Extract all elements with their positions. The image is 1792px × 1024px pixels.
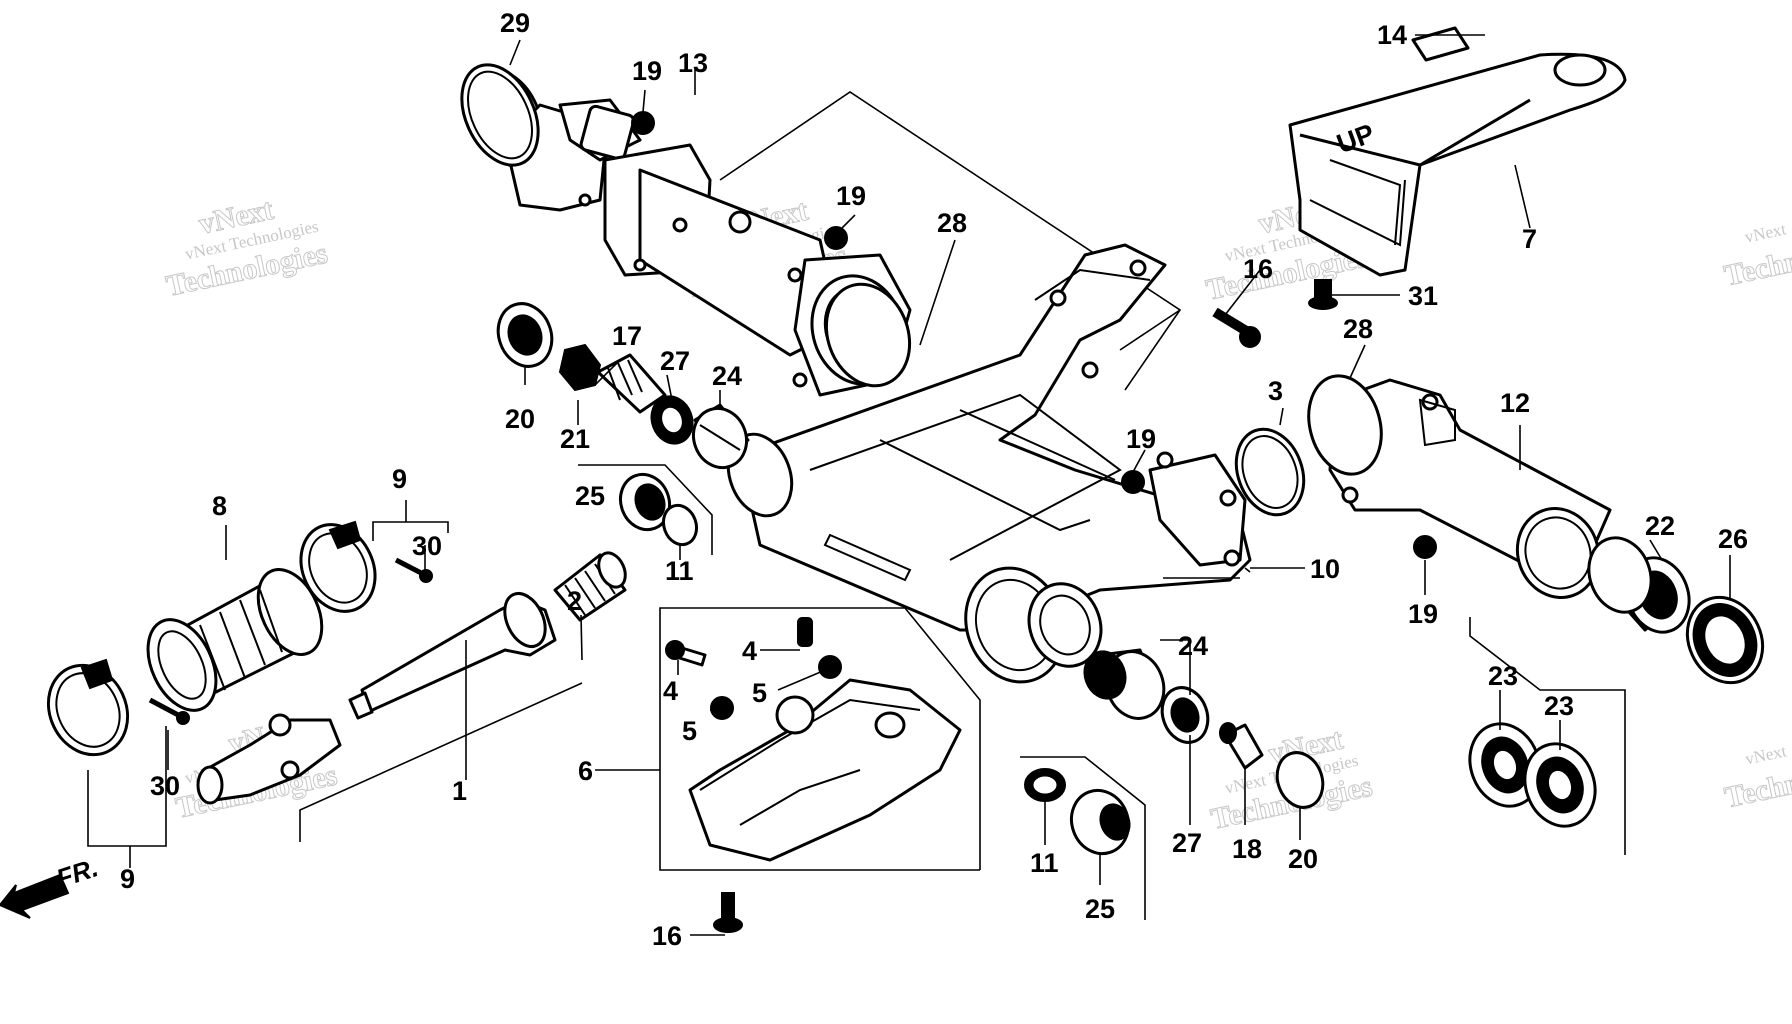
callout-19-c: 19 — [1126, 424, 1156, 454]
part-19-nut-b — [824, 226, 848, 250]
watermark-edge-right-bottom: vNext Technologies — [1721, 741, 1792, 815]
part-26-oil-seal — [1685, 595, 1765, 685]
part-20-dust-seal-lower — [1275, 751, 1325, 809]
callout-17: 17 — [612, 321, 642, 351]
part-11-collar-lower — [1024, 768, 1066, 802]
callout-16-b: 16 — [652, 921, 682, 951]
callout-23-a: 23 — [1488, 661, 1518, 691]
callout-28-b: 28 — [1343, 314, 1373, 344]
callout-2: 2 — [567, 586, 582, 616]
part-23-bearing-b — [1523, 742, 1597, 828]
part-7-swingarm-guard: UP — [1288, 52, 1627, 277]
part-28-o-ring-upper — [824, 282, 912, 388]
callout-5-b: 5 — [682, 716, 697, 746]
part-30-screw-upper — [394, 557, 433, 583]
callout-9-a: 9 — [392, 464, 407, 494]
part-24-bearing-lower — [1083, 648, 1166, 720]
callout-3: 3 — [1268, 376, 1283, 406]
svg-text:vNext: vNext — [1743, 741, 1788, 768]
part-11-collar-upper — [661, 503, 699, 547]
part-6-drive-shaft-cover — [688, 678, 962, 862]
part-29-o-ring — [460, 63, 540, 167]
part-5-nut-a — [818, 655, 842, 679]
part-2-spring — [553, 551, 627, 622]
part-31-bolt — [1308, 279, 1338, 310]
callout-12: 12 — [1500, 388, 1530, 418]
callout-29: 29 — [500, 8, 530, 38]
callout-16-a: 16 — [1243, 254, 1273, 284]
callout-26: 26 — [1718, 524, 1748, 554]
callout-27-b: 27 — [1172, 828, 1202, 858]
part-19-nut-d — [1413, 535, 1437, 559]
part-27-dust-seal-upper — [650, 395, 694, 445]
callout-19-d: 19 — [1408, 599, 1438, 629]
callout-14: 14 — [1377, 20, 1407, 50]
callout-6: 6 — [578, 756, 593, 786]
callout-19-b: 19 — [836, 181, 866, 211]
part-4-screw-b — [797, 617, 813, 647]
callout-11-b: 11 — [1030, 848, 1059, 878]
callout-7: 7 — [1522, 224, 1537, 254]
callout-22: 22 — [1645, 511, 1675, 541]
part-24-bearing-upper — [692, 403, 750, 470]
callout-20-b: 20 — [1288, 844, 1318, 874]
part-23-bearing-a — [1468, 722, 1542, 808]
callout-27-a: 27 — [660, 346, 690, 376]
callout-10: 10 — [1310, 554, 1340, 584]
callout-8: 8 — [212, 491, 227, 521]
callout-13: 13 — [678, 48, 708, 78]
callout-24-a: 24 — [712, 361, 742, 391]
part-28-o-ring-right — [1307, 374, 1383, 476]
universal-joint — [196, 713, 342, 805]
watermark-edge-right-top: vNext Technologies — [1721, 219, 1792, 293]
part-8-boot — [146, 568, 324, 712]
callout-24-b: 24 — [1178, 631, 1208, 661]
callout-25-a: 25 — [575, 481, 605, 511]
part-19-nut-c — [1121, 470, 1145, 494]
part-19-nut-a — [631, 111, 655, 135]
part-14-label — [1411, 26, 1470, 62]
part-22-bearing — [1587, 536, 1691, 634]
part-15-bolt — [1212, 307, 1261, 348]
part-5-nut-b — [710, 696, 734, 720]
part-16-bolt-lower — [713, 892, 743, 933]
callout-21: 21 — [560, 424, 590, 454]
part-4-screw-a — [665, 640, 707, 667]
part-27-dust-seal-lower — [1160, 686, 1210, 744]
callout-11-a: 11 — [665, 556, 694, 586]
callout-30-b: 30 — [150, 771, 180, 801]
part-20-dust-seal-upper — [496, 302, 554, 368]
watermark-left: vNext vNext Technologies Technologies — [163, 192, 331, 303]
callout-5-a: 5 — [752, 678, 767, 708]
part-9-band-upper — [299, 520, 377, 613]
callout-labels: 29 19 13 19 28 14 7 16 31 28 3 12 19 10 … — [120, 8, 1748, 951]
callout-31: 31 — [1408, 281, 1438, 311]
group-bracket-lines — [87, 91, 1626, 920]
part-9-band-lower — [46, 658, 130, 757]
callout-25-b: 25 — [1085, 894, 1115, 924]
callout-23-b: 23 — [1544, 691, 1574, 721]
part-25-bearing-lower — [1070, 788, 1131, 856]
callout-4-b: 4 — [663, 676, 678, 706]
callout-1: 1 — [452, 776, 467, 806]
part-18-pivot-adjust-bolt — [1219, 722, 1264, 770]
callout-20-a: 20 — [505, 404, 535, 434]
callout-18: 18 — [1232, 834, 1262, 864]
callout-19-a: 19 — [632, 56, 662, 86]
part-10-swingarm — [726, 243, 1252, 684]
front-direction-indicator: FR. — [0, 852, 102, 919]
front-indicator-label: FR. — [53, 852, 102, 893]
callout-4-a: 4 — [742, 636, 757, 666]
svg-text:vNext: vNext — [1743, 219, 1788, 246]
part-1-drive-shaft — [348, 592, 557, 720]
callout-28-a: 28 — [937, 208, 967, 238]
part-21-locknut — [558, 343, 602, 392]
leader-lines — [167, 34, 1731, 936]
part-30-screw-lower — [148, 697, 190, 725]
callout-9-b: 9 — [120, 864, 135, 894]
callout-30-a: 30 — [412, 531, 442, 561]
part-25-bearing-upper — [618, 472, 672, 532]
